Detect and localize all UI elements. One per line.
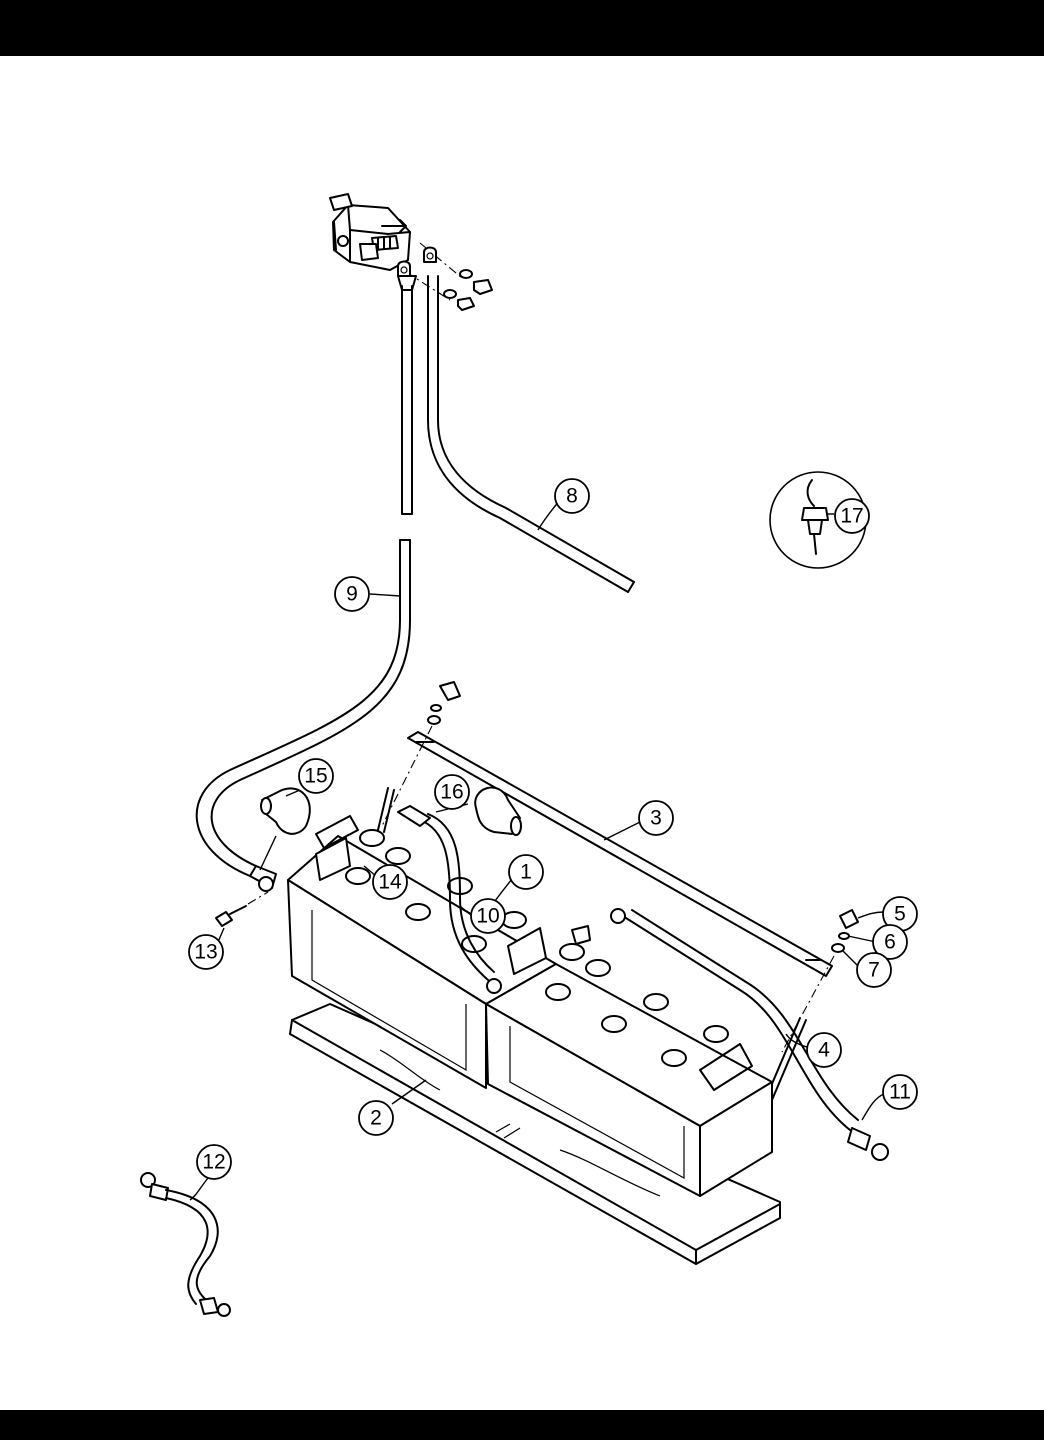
callout-8: 8	[555, 479, 589, 513]
callout-15-label: 15	[304, 765, 327, 788]
callout-8-label: 8	[566, 485, 578, 508]
callout-12: 12	[197, 1145, 231, 1179]
callout-10: 10	[471, 899, 505, 933]
callout-7-label: 7	[868, 959, 880, 982]
callout-12-label: 12	[202, 1151, 225, 1174]
callout-1-label: 1	[520, 861, 532, 884]
callout-17: 17	[835, 499, 869, 533]
callout-9: 9	[335, 577, 369, 611]
callout-3-label: 3	[650, 807, 662, 830]
callout-10-label: 10	[476, 905, 499, 928]
callout-14-label: 14	[378, 871, 402, 894]
terminal-boot-15	[261, 788, 310, 833]
bolt-13	[216, 892, 268, 926]
cable-12	[141, 1173, 230, 1316]
callout-11: 11	[883, 1075, 917, 1109]
callout-2: 2	[359, 1101, 393, 1135]
callout-1: 1	[509, 855, 543, 889]
callout-13: 13	[189, 935, 223, 969]
callout-3: 3	[639, 801, 673, 835]
callout-17-label: 17	[840, 505, 863, 528]
callout-11-label: 11	[889, 1081, 911, 1104]
callout-2-label: 2	[370, 1107, 382, 1130]
j-bolt-left	[378, 788, 394, 832]
callout-16-label: 16	[440, 781, 463, 804]
callout-13-label: 13	[194, 941, 217, 964]
callout-16: 16	[435, 775, 469, 809]
callout-14: 14	[373, 865, 407, 899]
callout-4-label: 4	[818, 1039, 830, 1062]
callout-5-label: 5	[894, 903, 906, 926]
cable-9-upper	[398, 276, 416, 514]
callout-4: 4	[807, 1033, 841, 1067]
callout-6-label: 6	[884, 931, 896, 954]
callout-7: 7	[857, 953, 891, 987]
cable-8	[428, 276, 634, 592]
callout-9-label: 9	[346, 583, 358, 606]
callout-15: 15	[299, 759, 333, 793]
